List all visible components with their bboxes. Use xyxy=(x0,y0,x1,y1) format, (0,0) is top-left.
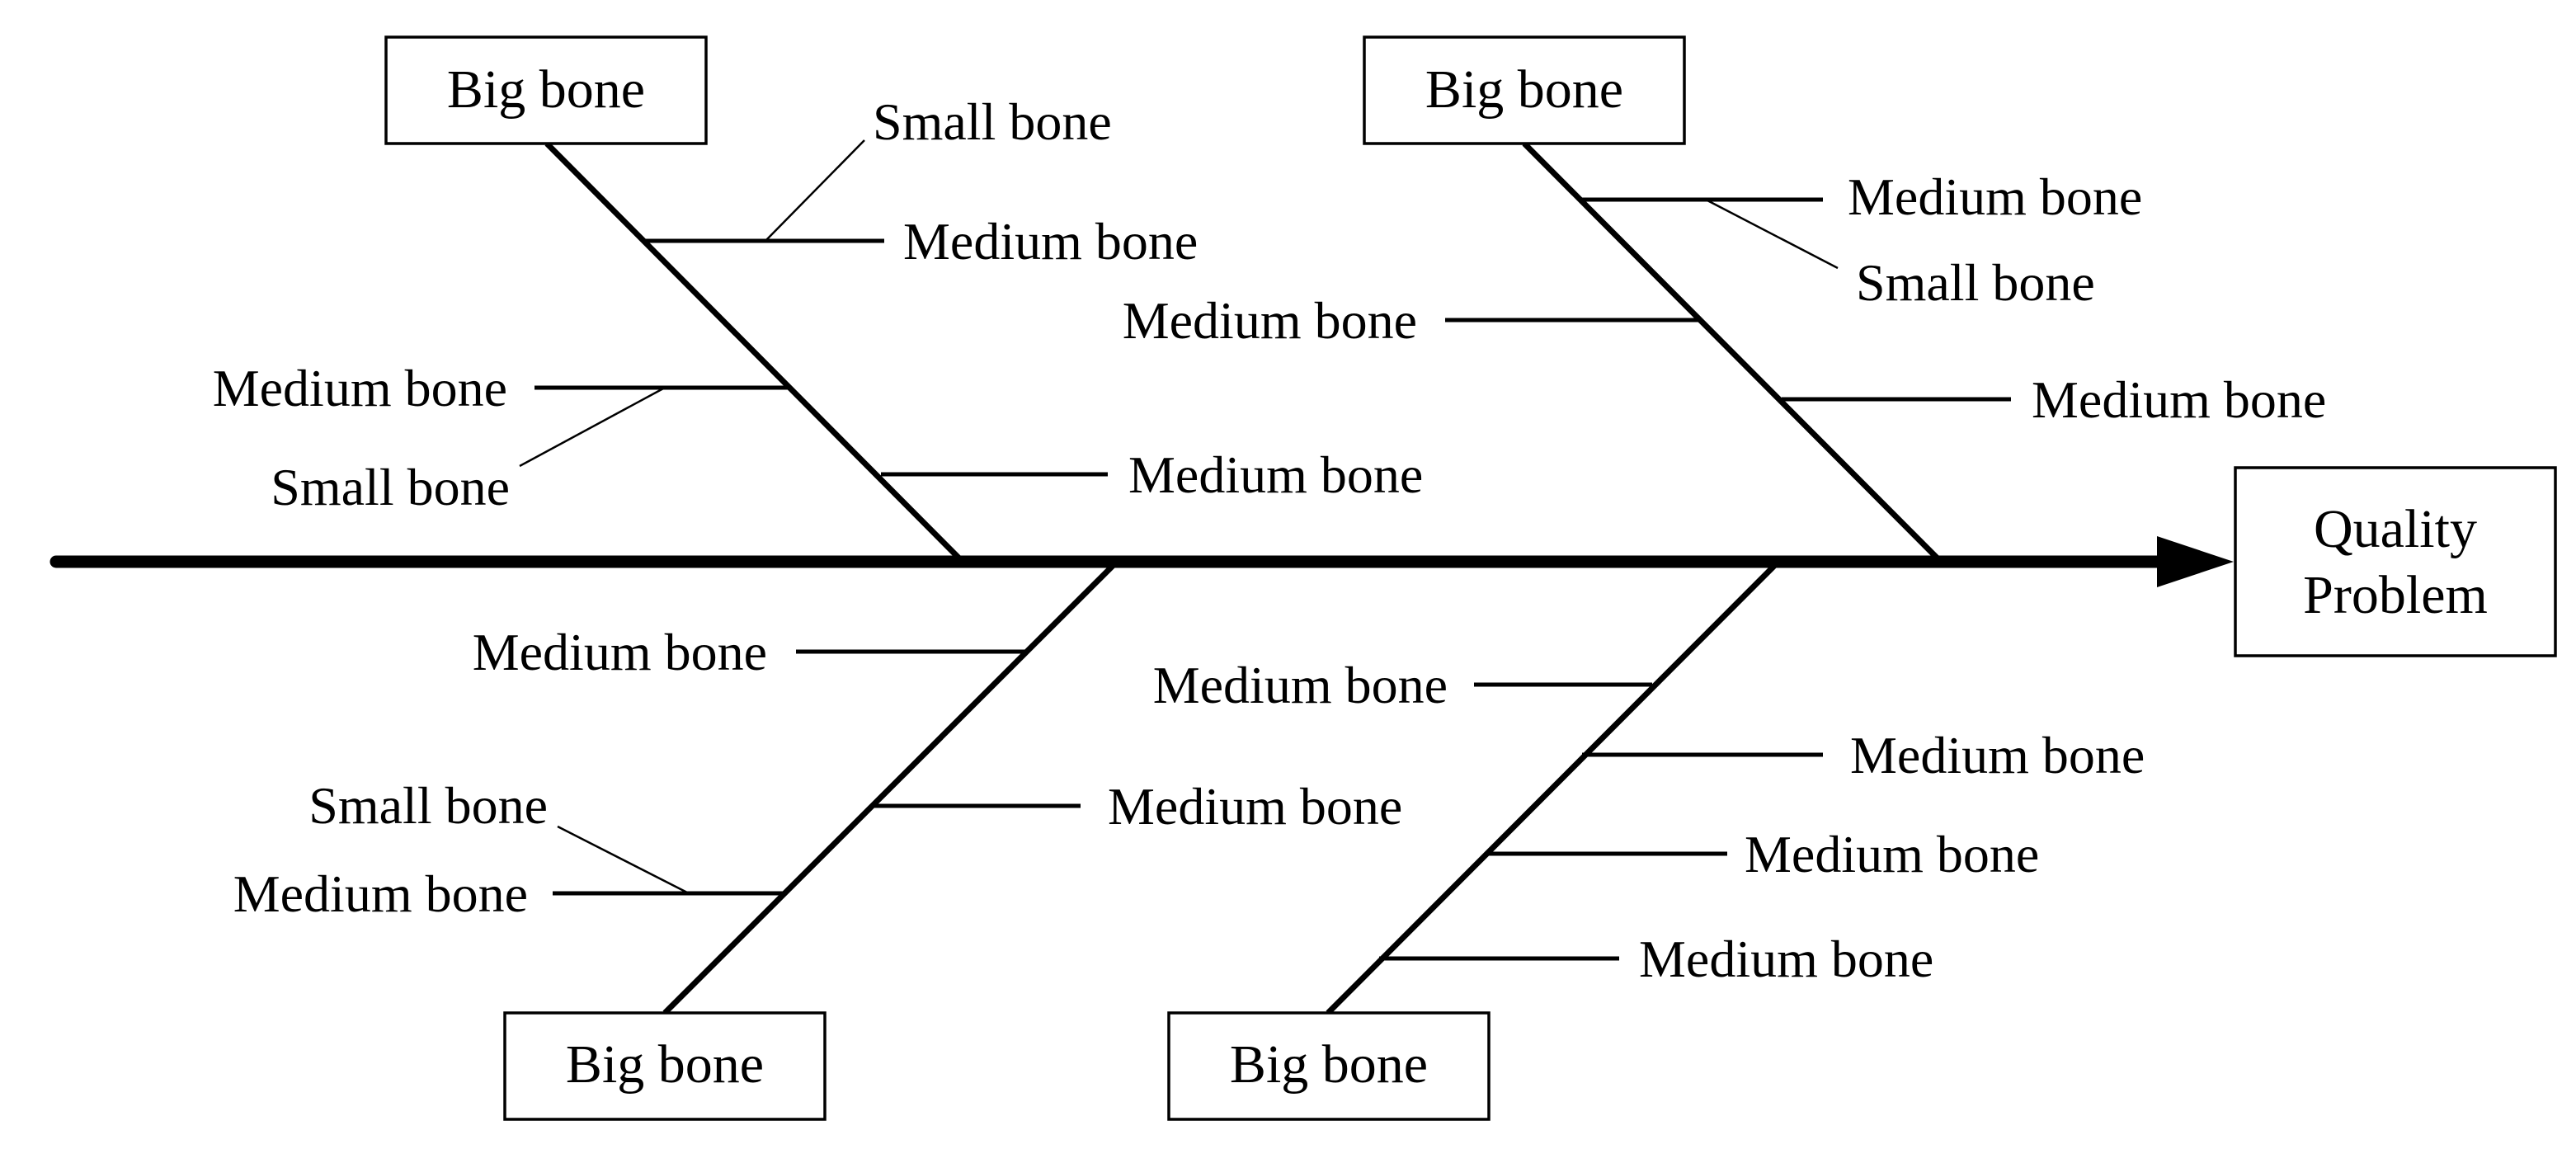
medium-bone-label: Medium bone xyxy=(1850,726,2145,784)
small-bone-line xyxy=(765,139,865,242)
big-bone-line xyxy=(1522,141,1943,563)
medium-bone-label: Medium bone xyxy=(1639,930,1933,988)
big-bone-line xyxy=(1326,560,1780,1015)
small-bone-line xyxy=(519,386,666,468)
big-bone-label: Big bone xyxy=(1230,1034,1428,1095)
small-bone-label: Small bone xyxy=(271,458,510,516)
big-bone-label: Big bone xyxy=(566,1034,764,1095)
medium-bone-label: Medium bone xyxy=(1123,291,1417,350)
big-bone-label: Big bone xyxy=(447,59,645,120)
big-bone-label: Big bone xyxy=(1425,59,1623,120)
big-bone-box xyxy=(1167,1011,1491,1121)
small-bone-label: Small bone xyxy=(1856,253,2095,312)
medium-bone-label: Medium bone xyxy=(233,864,528,923)
medium-bone-label: Medium bone xyxy=(473,623,767,681)
big-bone-box xyxy=(384,35,708,145)
medium-bone-label: Medium bone xyxy=(903,212,1198,271)
effect-label-line2: Problem xyxy=(2303,565,2488,625)
medium-bone-label: Medium bone xyxy=(1745,825,2039,883)
small-bone-line xyxy=(557,825,690,895)
big-bone-line xyxy=(544,141,964,563)
medium-bone-label: Medium bone xyxy=(1153,656,1448,714)
big-bone-bottom-left: Big bone Medium bone Medium bone Medium … xyxy=(233,560,1402,1121)
medium-bone-label: Medium bone xyxy=(1108,777,1402,836)
medium-bone-label: Medium bone xyxy=(213,359,507,417)
big-bone-top-right: Big bone Medium bone Small bone Medium b… xyxy=(1123,35,2326,563)
small-bone-label: Small bone xyxy=(308,776,548,835)
effect-label-line1: Quality xyxy=(2314,499,2477,559)
medium-bone-label: Medium bone xyxy=(1848,167,2142,226)
effect-box: Quality Problem xyxy=(2234,466,2557,657)
small-bone-label: Small bone xyxy=(873,92,1112,151)
effect-box-frame xyxy=(2234,466,2557,657)
small-bone-line xyxy=(1705,198,1839,270)
big-bone-line xyxy=(662,560,1118,1015)
big-bone-bottom-right: Big bone Medium bone Medium bone Medium … xyxy=(1153,560,2145,1121)
big-bone-top-left: Big bone Medium bone Small bone Medium b… xyxy=(213,35,1423,563)
spine-arrowhead xyxy=(2157,536,2234,587)
big-bone-box xyxy=(1363,35,1686,145)
big-bone-box xyxy=(503,1011,826,1121)
medium-bone-label: Medium bone xyxy=(2032,370,2326,429)
medium-bone-label: Medium bone xyxy=(1128,445,1423,504)
